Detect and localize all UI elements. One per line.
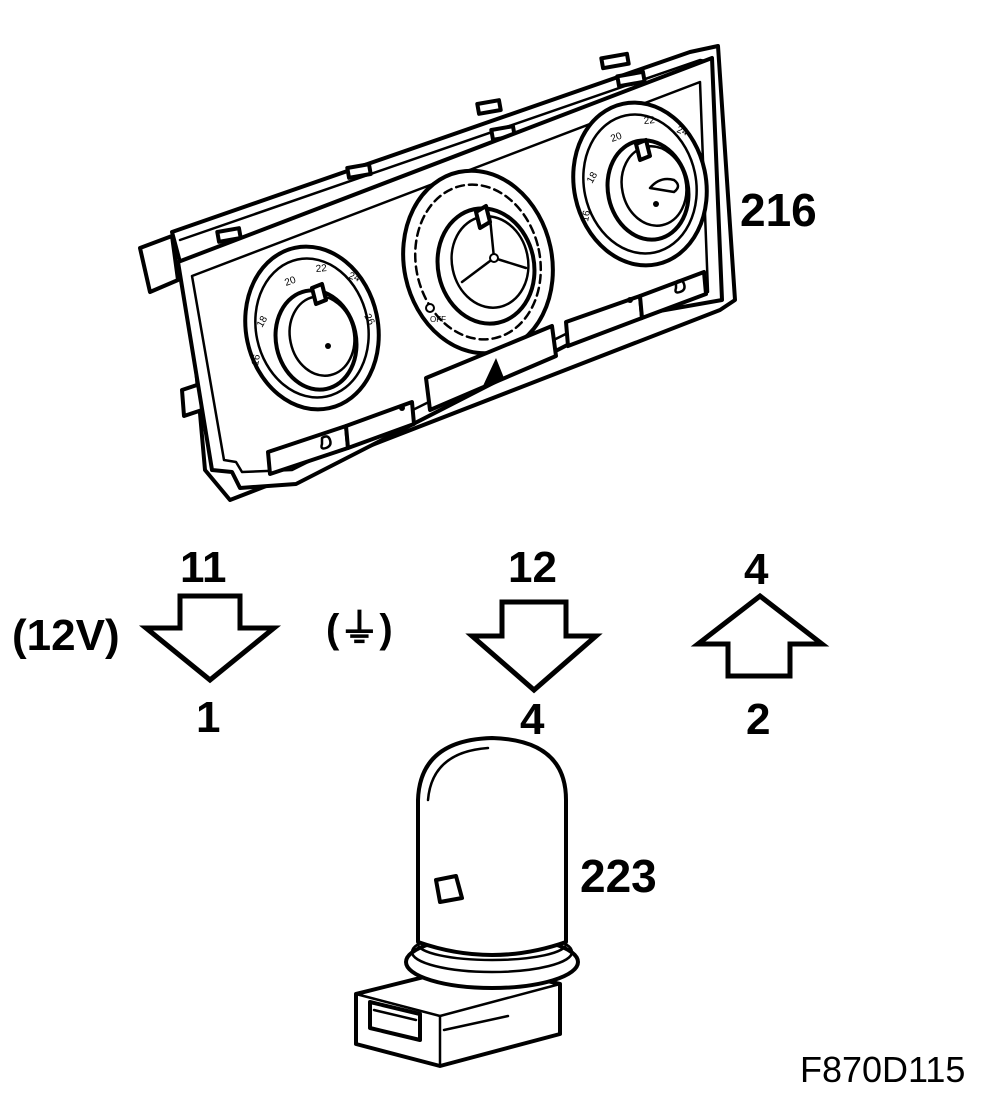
connection-1-top: 11	[180, 543, 227, 592]
right-dial-mark-20: 20	[609, 131, 624, 145]
voltage-note: (12V)	[12, 611, 120, 660]
right-seat-heat-button[interactable]	[638, 270, 708, 320]
control-panel-label: 216	[740, 184, 817, 236]
connection-4-top: 4	[744, 545, 769, 594]
connection-12-to-4: 12 4	[465, 543, 603, 744]
down-arrow	[138, 593, 282, 684]
connection-3-bottom: 4	[520, 695, 545, 744]
fan-speed-dial[interactable]: OFF	[386, 157, 569, 368]
ground-symbol: (⏚)	[326, 607, 393, 651]
connection-11-to-1: 11 (12V) 1	[12, 543, 282, 742]
connection-1-bottom: 1	[196, 693, 220, 742]
connection-4-bottom: 2	[746, 695, 770, 744]
left-dial-mark-20: 20	[283, 275, 298, 289]
down-arrow	[465, 599, 603, 694]
climate-control-panel: 16 18 20 22 24 26 OFF	[138, 44, 737, 502]
left-temperature-dial[interactable]: 16 18 20 22 24 26	[230, 234, 393, 422]
up-arrow	[690, 592, 830, 679]
left-auxiliary-button[interactable]	[344, 400, 416, 450]
connection-4-to-2: 4 2	[690, 545, 830, 744]
bulb-label: 223	[580, 850, 657, 902]
left-dial-mark-22: 22	[315, 263, 327, 275]
connection-3-top: 12	[508, 543, 557, 592]
bulb	[354, 736, 580, 1068]
ground-connection: (⏚)	[326, 607, 393, 651]
right-dial-mark-22: 22	[643, 115, 655, 127]
figure-code: F870D115	[800, 1049, 965, 1090]
right-dial-mark-24: 24	[675, 124, 690, 138]
left-dial-mark-24: 24	[347, 270, 362, 284]
right-temperature-dial[interactable]: 16 18 20 22 24	[558, 90, 721, 278]
left-dial-mark-16: 16	[250, 353, 263, 366]
right-dial-mark-18: 18	[585, 170, 600, 186]
left-dial-mark-18: 18	[255, 314, 270, 330]
left-dial-mark-26: 26	[361, 312, 376, 328]
fan-off-mark: OFF	[430, 315, 446, 324]
right-dial-mark-16: 16	[580, 209, 593, 222]
hazard-button[interactable]	[424, 324, 558, 412]
